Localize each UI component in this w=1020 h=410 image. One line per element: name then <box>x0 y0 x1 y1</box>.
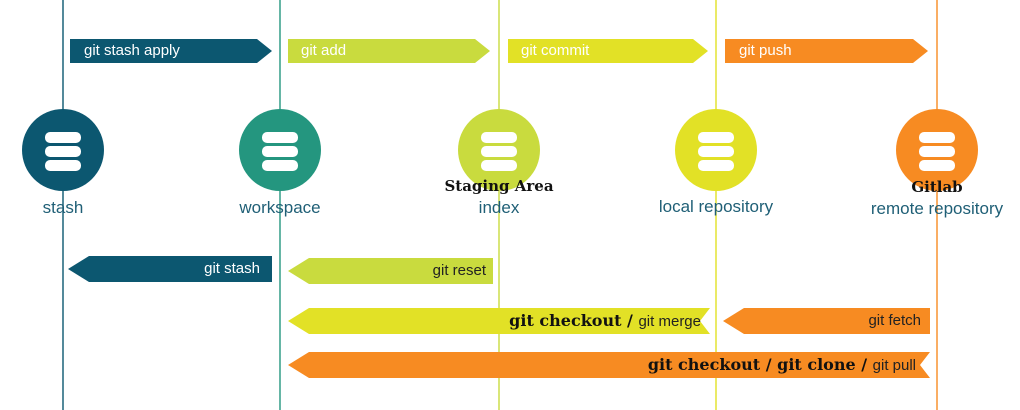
command-text: git fetch <box>868 312 921 329</box>
command-text: / <box>621 311 639 330</box>
node-remote <box>896 109 978 191</box>
git-reset-arrow <box>288 258 493 284</box>
git-stash-apply-arrow <box>70 39 272 63</box>
command-text: / <box>855 355 873 374</box>
command-text: git checkout <box>647 355 761 374</box>
git-commit-label: git commit <box>521 41 589 61</box>
node-label-workspace: workspace <box>239 198 321 217</box>
node-sublabel-index: Staging Area <box>444 177 554 195</box>
database-icon <box>262 132 298 171</box>
command-text: git add <box>301 42 347 59</box>
git-reset-label: git reset <box>433 261 486 281</box>
command-text: git merge <box>638 313 701 330</box>
database-icon <box>45 132 81 171</box>
command-text: git clone <box>777 355 856 374</box>
git-stash-arrow <box>68 256 272 282</box>
command-text: git checkout <box>509 311 622 330</box>
git-add-label: git add <box>301 41 346 61</box>
git-commit-arrow <box>508 39 708 63</box>
git-checkout-merge-label: git checkout / git merge <box>509 311 701 332</box>
git-fetch-label: git fetch <box>868 311 921 331</box>
node-label-stash: stash <box>42 198 84 217</box>
git-stash-label: git stash <box>204 259 260 279</box>
node-label-local: local repository <box>658 197 774 216</box>
node-workspace <box>239 109 321 191</box>
command-text: git reset <box>432 262 486 279</box>
database-icon <box>481 132 517 171</box>
git-add-arrow <box>288 39 490 63</box>
node-label-remote: remote repository <box>870 199 1004 218</box>
git-checkout-clone-pull-arrow <box>288 352 930 378</box>
command-text: git commit <box>521 42 590 59</box>
command-text: git stash <box>204 260 260 277</box>
command-text: git pull <box>872 357 916 374</box>
git-stash-apply-label: git stash apply <box>84 41 180 61</box>
node-local <box>675 109 757 191</box>
node-index <box>458 109 540 191</box>
git-push-arrow <box>725 39 928 63</box>
command-text: git stash apply <box>84 42 180 59</box>
git-push-label: git push <box>739 41 792 61</box>
node-sublabel-remote: Gitlab <box>911 178 963 196</box>
git-checkout-clone-pull-label: git checkout / git clone / git pull <box>648 355 916 376</box>
database-icon <box>919 132 955 171</box>
git-fetch-arrow <box>723 308 930 334</box>
node-label-index: index <box>478 198 520 217</box>
node-stash <box>22 109 104 191</box>
git-checkout-merge-arrow <box>288 308 710 334</box>
command-text: / <box>760 355 778 374</box>
command-text: git push <box>739 42 792 59</box>
database-icon <box>698 132 734 171</box>
